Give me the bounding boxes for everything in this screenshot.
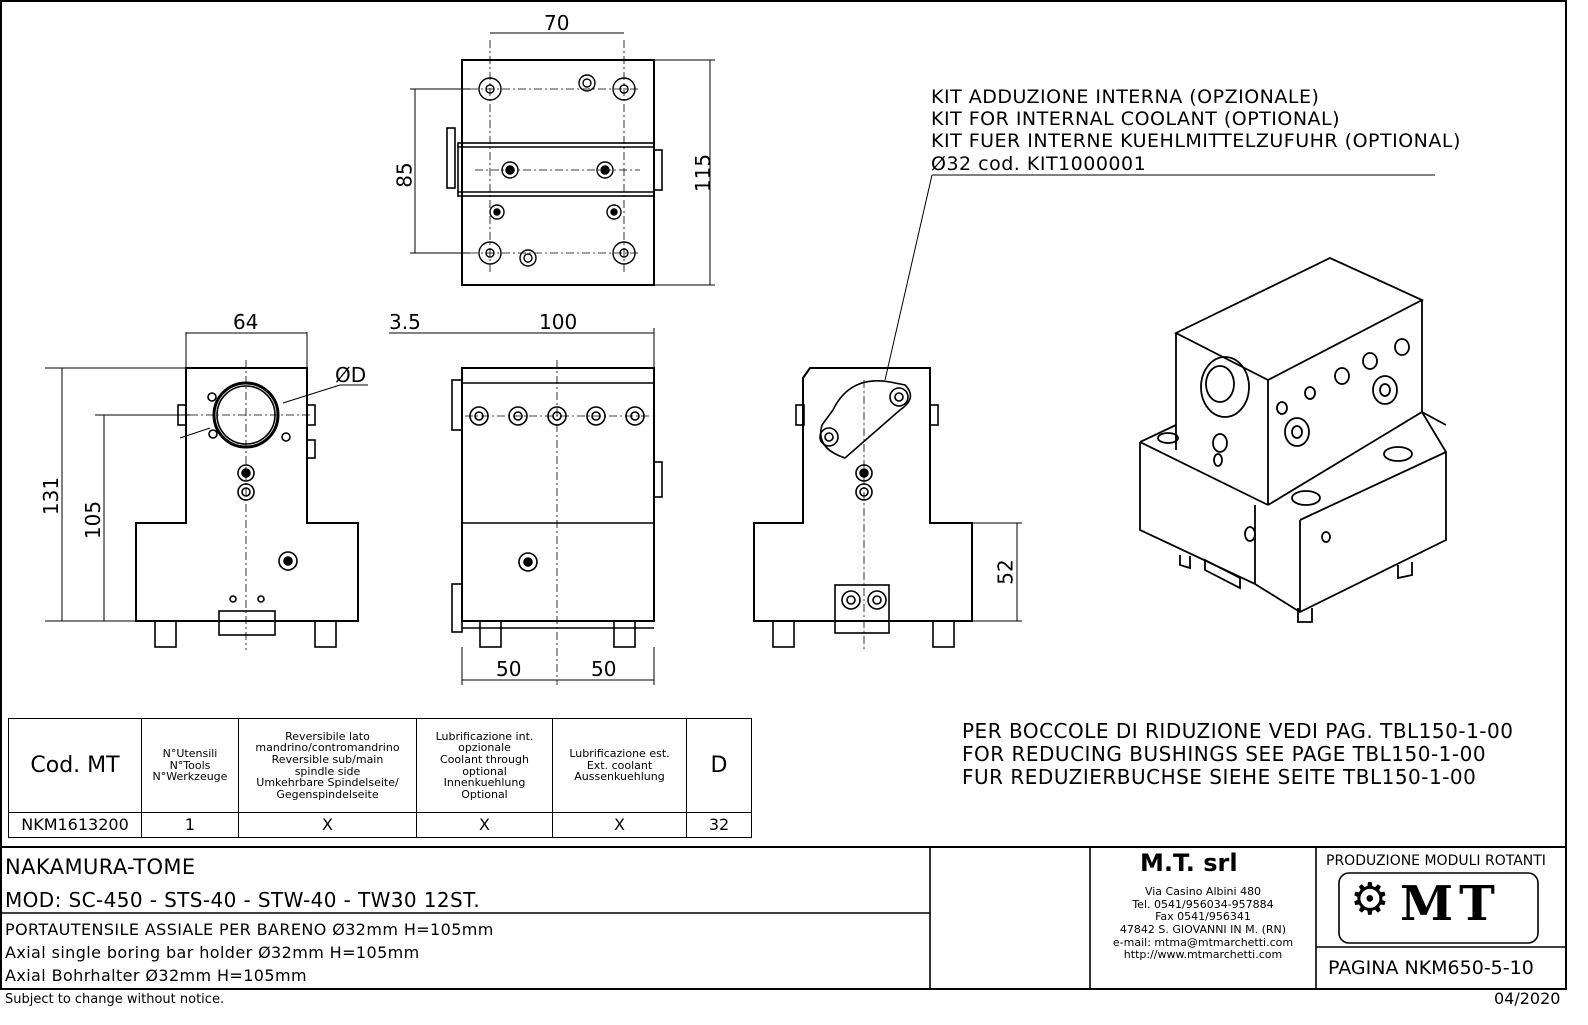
cell-ext-coolant: X [552,812,687,838]
dim-side-half-right: 50 [591,657,617,681]
dim-side-half-left: 50 [496,657,522,681]
dim-front-total-height: 131 [39,476,64,516]
front-view [45,332,368,650]
header-code: Cod. MT [8,718,142,813]
isometric-view [1139,257,1447,623]
dim-top-height-outer: 115 [691,153,716,193]
dim-top-width: 70 [544,11,570,35]
cell-reversible: X [238,812,417,838]
coolant-note-it: KIT ADDUZIONE INTERNA (OPZIONALE) [931,86,1320,108]
dim-front-bore: ØD [335,363,367,387]
logo-gear-icon: ⚙ [1350,874,1390,925]
machine-models: MOD: SC-450 - STS-40 - STW-40 - TW30 12S… [5,888,481,912]
rear-view [753,174,1435,650]
dim-side-width: 100 [539,310,578,334]
title-block-lines [1,846,1566,989]
revision-date: 04/2020 [1494,989,1561,1008]
sheet-border [0,0,1567,990]
dim-front-width: 64 [233,310,259,334]
company-name: M.T. srl [1140,849,1238,877]
table-row: NKM1613200 1 X X X 32 [8,812,752,838]
top-view [410,32,715,286]
dim-rear-height: 52 [993,559,1018,585]
header-d: D [686,718,752,813]
dim-front-center-height: 105 [81,500,106,540]
side-view [389,328,663,685]
cell-code: NKM1613200 [8,812,142,838]
description-de: Axial Bohrhalter Ø32mm H=105mm [5,966,307,985]
disclaimer: Subject to change without notice. [5,992,225,1007]
cell-d: 32 [686,812,752,838]
coolant-note-de: KIT FUER INTERNE KUEHLMITTELZUFUHR (OPTI… [931,130,1461,152]
bushing-note-en: FOR REDUCING BUSHINGS SEE PAGE TBL150-1-… [962,742,1487,766]
cell-tools: 1 [141,812,239,838]
description-en: Axial single boring bar holder Ø32mm H=1… [5,943,420,962]
bushing-note-it: PER BOCCOLE DI RIDUZIONE VEDI PAG. TBL15… [962,719,1514,743]
dim-top-height-inner: 85 [392,162,417,188]
bushing-note-de: FUR REDUZIERBUCHSE SIEHE SEITE TBL150-1-… [962,765,1477,789]
company-logo: MT [1400,876,1501,932]
machine-name: NAKAMURA-TOME [5,855,196,879]
dim-side-offset: 3.5 [389,310,421,334]
page-number: PAGINA NKM650-5-10 [1328,957,1534,979]
description-it: PORTAUTENSILE ASSIALE PER BARENO Ø32mm H… [5,920,494,939]
coolant-note-en: KIT FOR INTERNAL COOLANT (OPTIONAL) [931,108,1341,130]
cell-int-coolant: X [416,812,553,838]
production-label: PRODUZIONE MODULI ROTANTI [1326,853,1546,869]
coolant-note-code: Ø32 cod. KIT1000001 [931,153,1147,175]
company-address: Via Casino Albini 480 Tel. 0541/956034-9… [1112,885,1294,962]
